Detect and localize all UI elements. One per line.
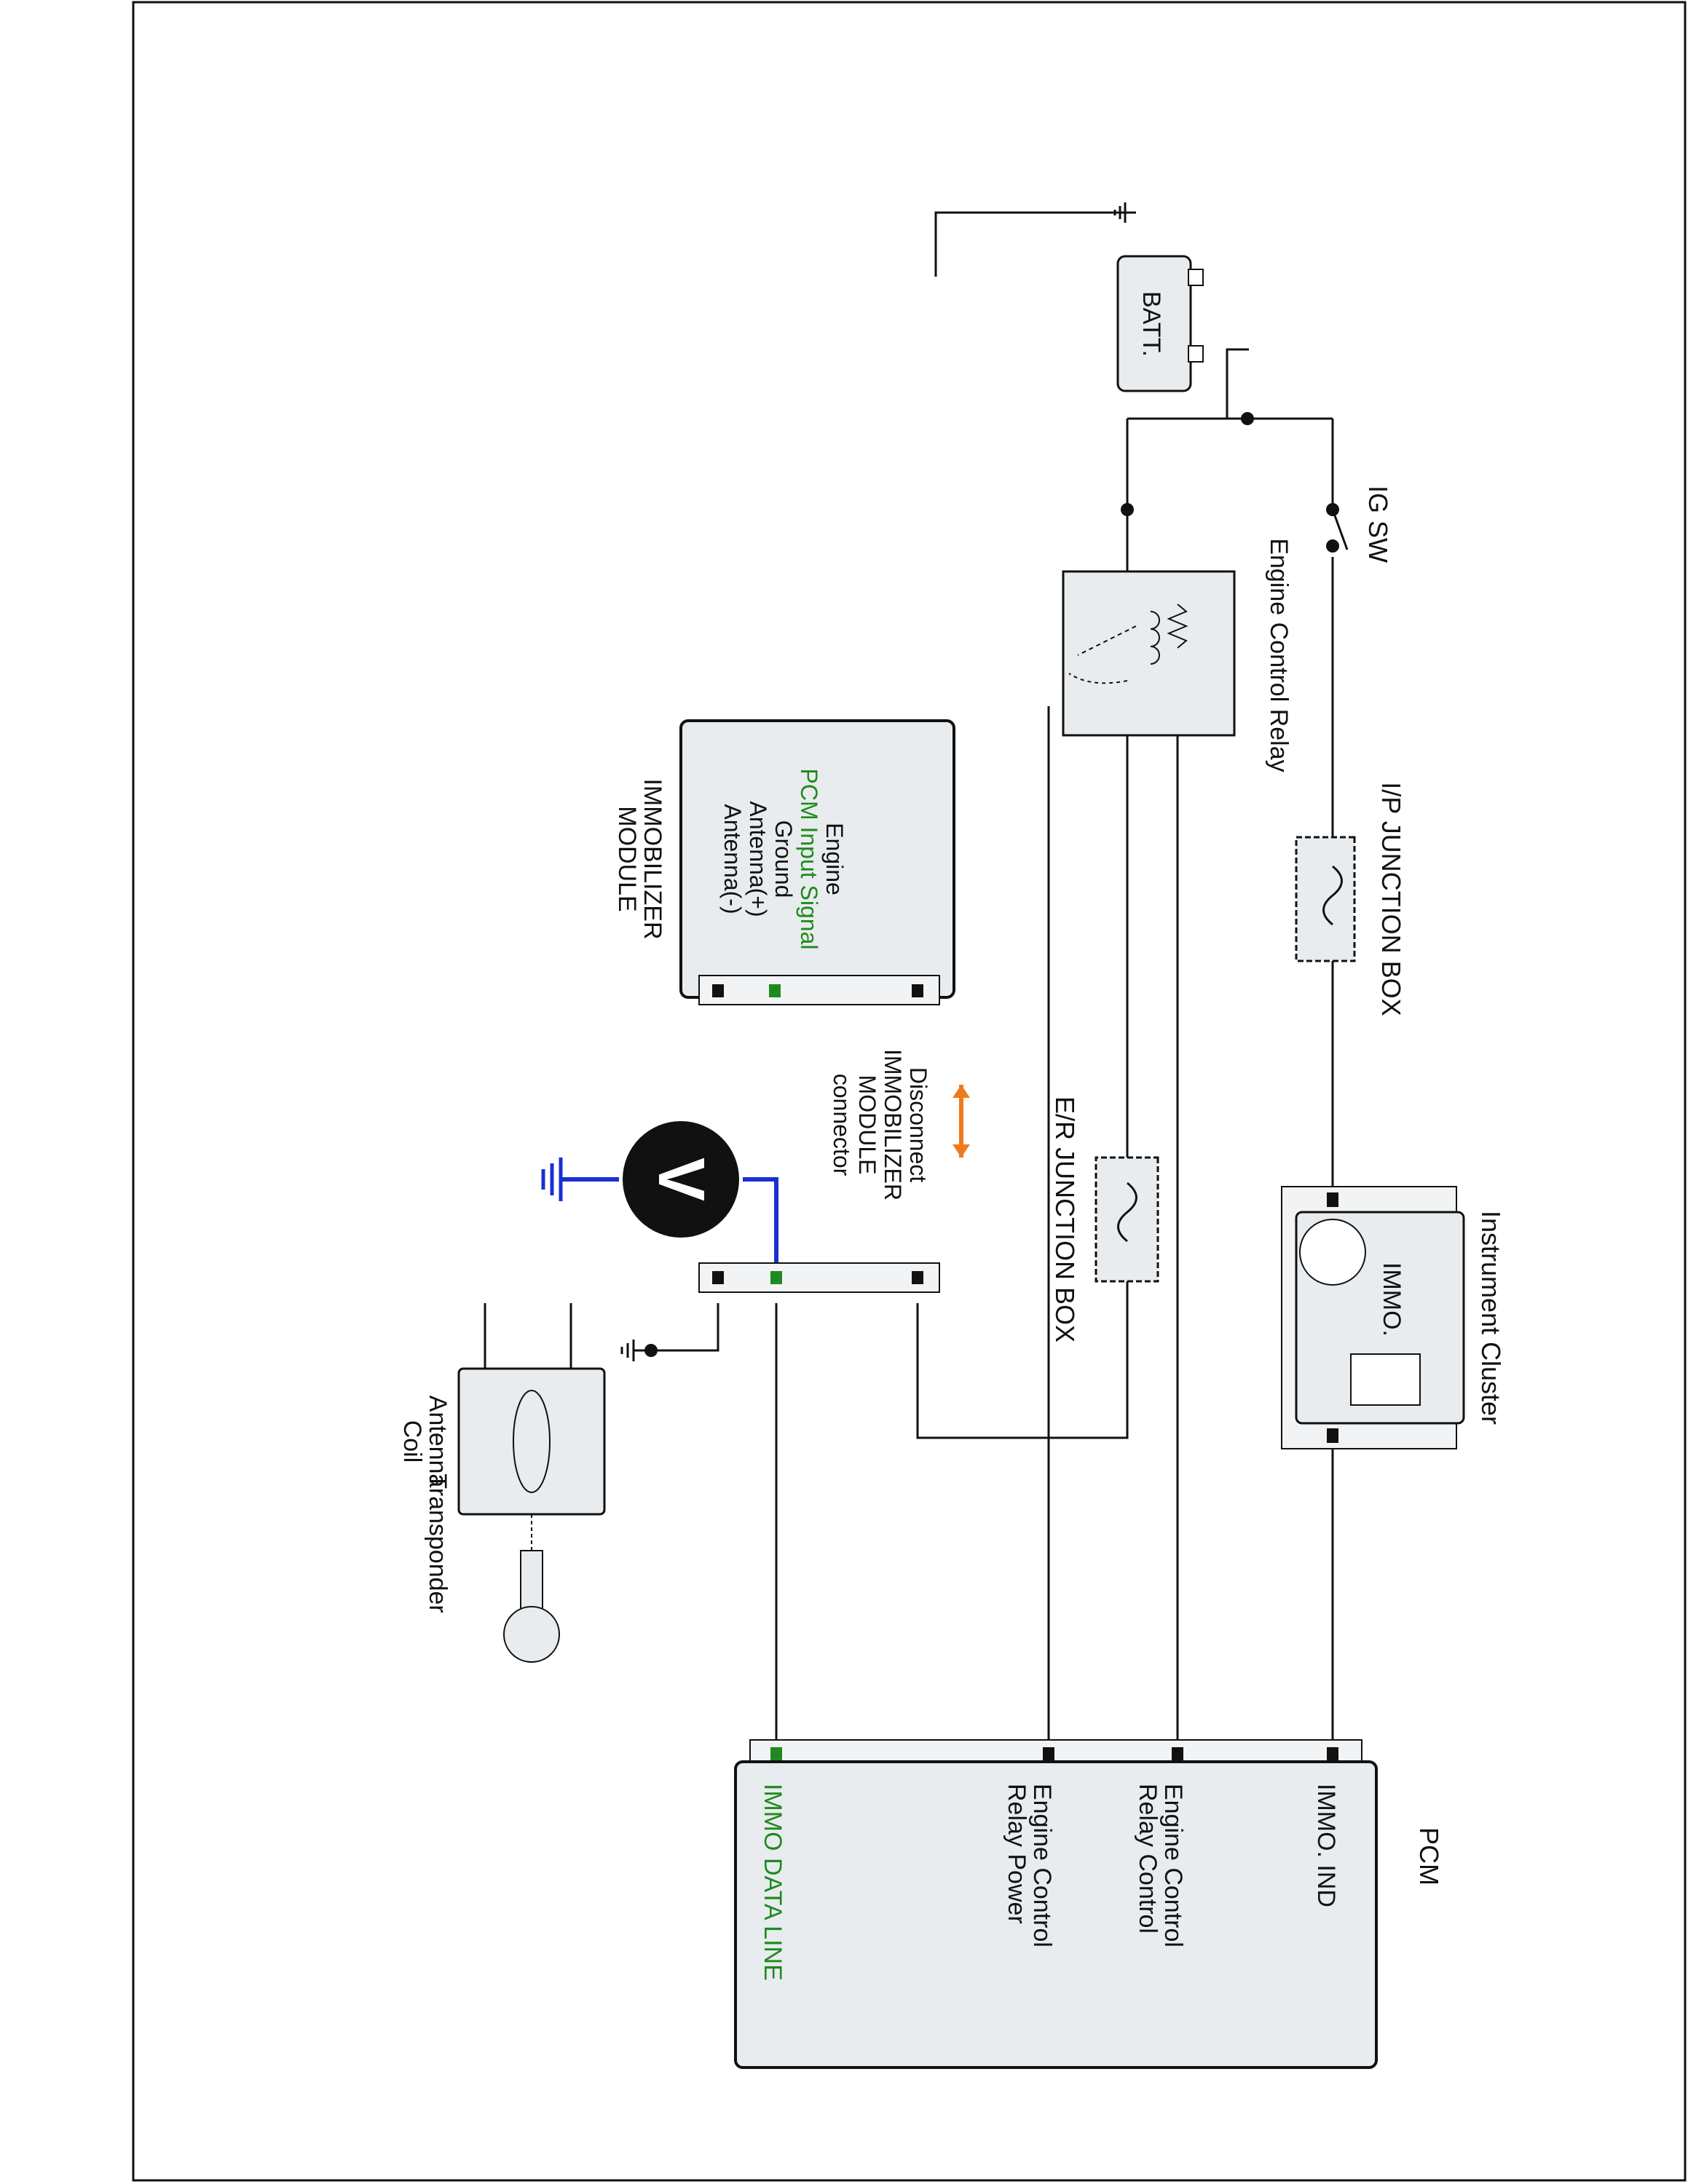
- pcm-pin-label-2b: Relay Control: [1134, 1784, 1162, 1934]
- antenna-coil-label: Antenna: [424, 1396, 451, 1488]
- coil-icon: [513, 1390, 551, 1493]
- module-label-2: MODULE: [613, 806, 641, 911]
- disconnected-connector: [620, 1262, 940, 1361]
- disconnect-line-1: Disconnect: [905, 1067, 931, 1182]
- module-pin-label-3: Ground: [770, 820, 797, 898]
- pcm-pin-label-1: IMMO. IND: [1312, 1784, 1340, 1907]
- cluster-label: Instrument Cluster: [1476, 1211, 1506, 1425]
- er-junction-box-body: [1095, 1156, 1159, 1283]
- pcm-pins: [770, 1747, 1338, 1760]
- relay-coil-icon: [1150, 611, 1160, 665]
- pcm-body: [734, 1760, 1378, 2069]
- ground-icon: [620, 1340, 651, 1361]
- pcm-label: PCM: [1414, 1827, 1444, 1886]
- antenna-coil: Antenna Coil: [398, 1367, 606, 1516]
- transponder-key: Transponder: [424, 1473, 560, 1663]
- pcm: PCM IMMO. IND Engine Control Relay Contr…: [734, 1739, 1444, 2069]
- schematic: BATT. IG SW Engine Control Relay: [398, 202, 1506, 2069]
- battery-label: BATT.: [1137, 291, 1165, 357]
- module-pin-label-1: Engine: [821, 823, 848, 895]
- pcm-pin-label-3: Engine Control: [1028, 1784, 1056, 1947]
- fuse-icon: [1322, 865, 1343, 926]
- module-label: IMMOBILIZER: [639, 778, 666, 939]
- probe-wire: [743, 1177, 778, 1281]
- module-pins: [712, 984, 923, 997]
- module-connector: [698, 975, 940, 1005]
- pcm-pin-label-2: Engine Control: [1159, 1784, 1187, 1947]
- pcm-pin-label-4: IMMO DATA LINE: [759, 1784, 786, 1981]
- relay-body: [1062, 570, 1236, 737]
- immobilizer-module: Engine PCM Input Signal Ground Antenna(+…: [613, 719, 955, 1005]
- relay-resistor-icon: [1167, 604, 1188, 649]
- voltmeter-icon: [623, 1121, 739, 1238]
- immo-indicator-icon: [1350, 1353, 1421, 1406]
- module-pin-label-5: Antenna(-): [719, 804, 746, 914]
- indicator-lamp-icon: [1299, 1219, 1366, 1286]
- ip-junction-box: I/P JUNCTION BOX: [1295, 782, 1406, 1016]
- wires: [484, 211, 1334, 1747]
- connector-pin: [1327, 1428, 1338, 1443]
- disconnect-note: Disconnect IMMOBILIZER MODULE connector: [829, 1049, 970, 1200]
- ground-icon: [541, 1158, 563, 1201]
- ip-junction-box-body: [1295, 836, 1356, 962]
- pcm-pin-label-3b: Relay Power: [1003, 1784, 1030, 1924]
- connector-pins: [712, 1271, 923, 1284]
- disconnect-line-4: connector: [829, 1074, 855, 1176]
- er-junction-box: E/R JUNCTION BOX: [1050, 1096, 1159, 1342]
- key-head-icon: [503, 1606, 560, 1663]
- module-pin-label-4: Antenna(+): [745, 801, 771, 917]
- engine-control-relay: Engine Control Relay: [1062, 538, 1293, 772]
- battery: BATT.: [1113, 202, 1204, 392]
- connector-body: [698, 1262, 940, 1293]
- ip-junction-box-label: I/P JUNCTION BOX: [1376, 782, 1406, 1016]
- er-junction-box-label: E/R JUNCTION BOX: [1050, 1096, 1080, 1342]
- voltmeter: V: [541, 1121, 778, 1281]
- connector-pin: [1327, 1192, 1338, 1207]
- battery-plus-terminal: [1188, 345, 1204, 363]
- battery-body: [1116, 255, 1192, 392]
- relay-label: Engine Control Relay: [1265, 538, 1293, 772]
- ig-switch-label: IG SW: [1363, 486, 1393, 563]
- voltmeter-symbol: V: [644, 1158, 717, 1201]
- disconnect-line-2: IMMOBILIZER: [880, 1049, 906, 1200]
- page-border: [132, 1, 1687, 2182]
- instrument-cluster: IMMO. Instrument Cluster: [1281, 1186, 1506, 1449]
- module-pin-label-2: PCM Input Signal: [796, 768, 822, 949]
- battery-minus-terminal: [1188, 269, 1204, 286]
- antenna-coil-label-2: Coil: [398, 1420, 426, 1463]
- fuse-icon: [1117, 1182, 1137, 1243]
- transponder-label: Transponder: [424, 1473, 451, 1613]
- disconnect-line-3: MODULE: [854, 1075, 880, 1175]
- ground-icon: [1113, 202, 1136, 223]
- ig-switch: IG SW: [1331, 486, 1393, 563]
- cluster-indicator-label: IMMO.: [1378, 1262, 1405, 1337]
